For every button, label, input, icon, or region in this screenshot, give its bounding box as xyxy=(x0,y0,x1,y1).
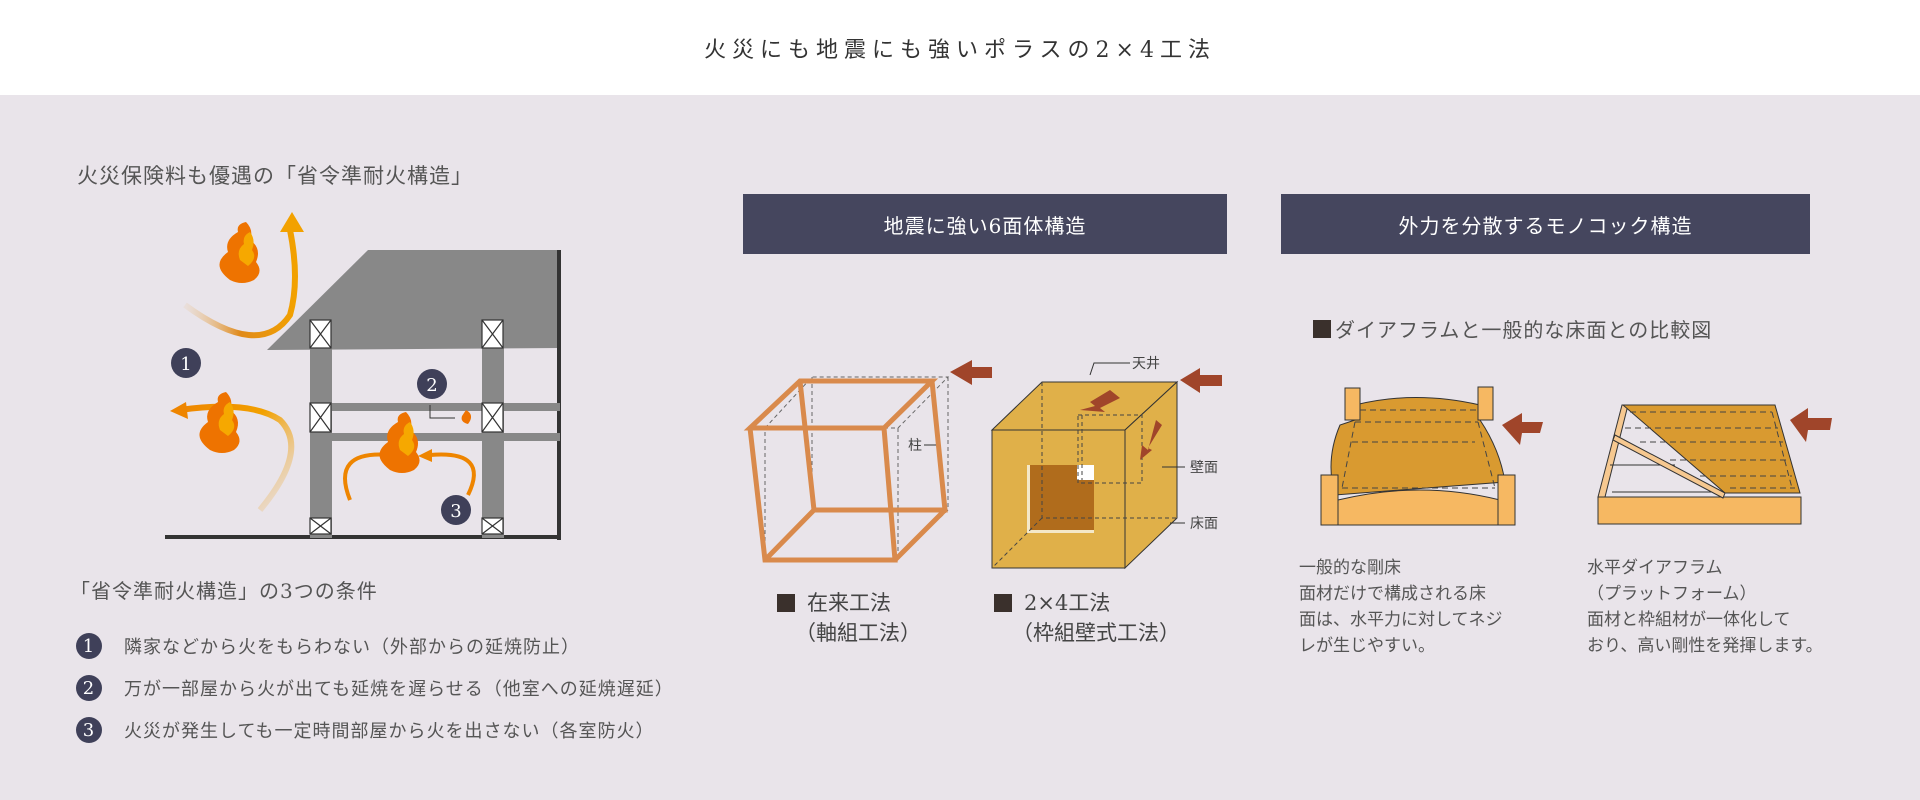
small-fire-icon xyxy=(461,410,472,424)
method-conventional: 在来工法 （軸組工法） xyxy=(777,588,921,648)
monocoque-banner: 外力を分散するモノコック構造 xyxy=(1281,194,1810,254)
fire-house-diagram: 1 2 3 xyxy=(165,212,561,540)
general-floor-diagram xyxy=(1320,386,1543,526)
conditions-title: 「省令準耐火構造」の3つの条件 xyxy=(70,579,378,603)
ceiling-label: 天井 xyxy=(1132,356,1160,372)
conditions-list: 1 隣家などから火をもらわない（外部からの延焼防止） 2 万が一部屋から火が出て… xyxy=(76,625,674,751)
svg-text:3: 3 xyxy=(450,501,461,522)
condition-text: 万が一部屋から火が出ても延焼を遅らせる（他室への延焼遅延） xyxy=(124,679,674,700)
condition-text: 隣家などから火をもらわない（外部からの延焼防止） xyxy=(124,637,580,658)
earthquake-banner: 地震に強い6面体構造 xyxy=(743,194,1227,254)
page-header: 火災にも地震にも強いポラスの2×4工法 xyxy=(0,0,1920,95)
condition-item: 1 隣家などから火をもらわない（外部からの延焼防止） xyxy=(76,625,674,667)
badge-3: 3 xyxy=(441,495,471,525)
condition-item: 3 火災が発生しても一定時間部屋から火を出さない（各室防火） xyxy=(76,709,674,751)
general-floor-description: 一般的な剛床 面材だけで構成される床 面は、水平力に対してネジ レが生じやすい。 xyxy=(1299,558,1503,656)
fire-stop-markers xyxy=(309,319,504,535)
force-arrow-icon xyxy=(950,360,992,385)
condition-text: 火災が発生しても一定時間部屋から火を出さない（各室防火） xyxy=(124,721,655,742)
wall-label: 壁面 xyxy=(1190,460,1218,476)
force-arrow-icon xyxy=(1790,408,1832,442)
fire-icon xyxy=(379,412,420,473)
condition-item: 2 万が一部屋から火が出ても延焼を遅らせる（他室への延焼遅延） xyxy=(76,667,674,709)
fire-icon xyxy=(219,222,260,283)
fire-icon xyxy=(199,392,240,453)
two-by-four-box-diagram: 天井 壁面 床面 xyxy=(990,356,1222,570)
square-bullet-icon xyxy=(777,594,795,612)
pillar-label: 柱 xyxy=(908,438,922,454)
svg-text:1: 1 xyxy=(180,354,191,375)
number-badge: 3 xyxy=(76,717,102,743)
method-2x4: 2×4工法 （枠組壁式工法） xyxy=(994,588,1180,648)
floor-label: 床面 xyxy=(1190,516,1218,532)
diaphragm-description: 水平ダイアフラム （プラットフォーム） 面材と枠組材が一体化して おり、高い剛性… xyxy=(1587,558,1823,656)
comparison-subtitle: ダイアフラムと一般的な床面との比較図 xyxy=(1313,314,1712,343)
fire-section-title: 火災保険料も優遇の「省令準耐火構造」 xyxy=(77,164,473,188)
conventional-frame-diagram: 柱 xyxy=(743,360,992,563)
square-bullet-icon xyxy=(994,594,1012,612)
badge-2: 2 xyxy=(417,369,447,399)
badge-1: 1 xyxy=(171,348,201,378)
force-arrow-icon xyxy=(1140,420,1162,460)
force-arrow-icon xyxy=(1180,368,1222,393)
svg-text:2: 2 xyxy=(426,375,437,396)
square-bullet-icon xyxy=(1313,319,1331,338)
number-badge: 1 xyxy=(76,633,102,659)
page-title: 火災にも地震にも強いポラスの2×4工法 xyxy=(704,37,1216,63)
number-badge: 2 xyxy=(76,675,102,701)
force-arrow-icon xyxy=(1502,413,1543,445)
force-arrow-icon xyxy=(1080,390,1120,412)
diaphragm-floor-diagram xyxy=(1597,404,1832,525)
